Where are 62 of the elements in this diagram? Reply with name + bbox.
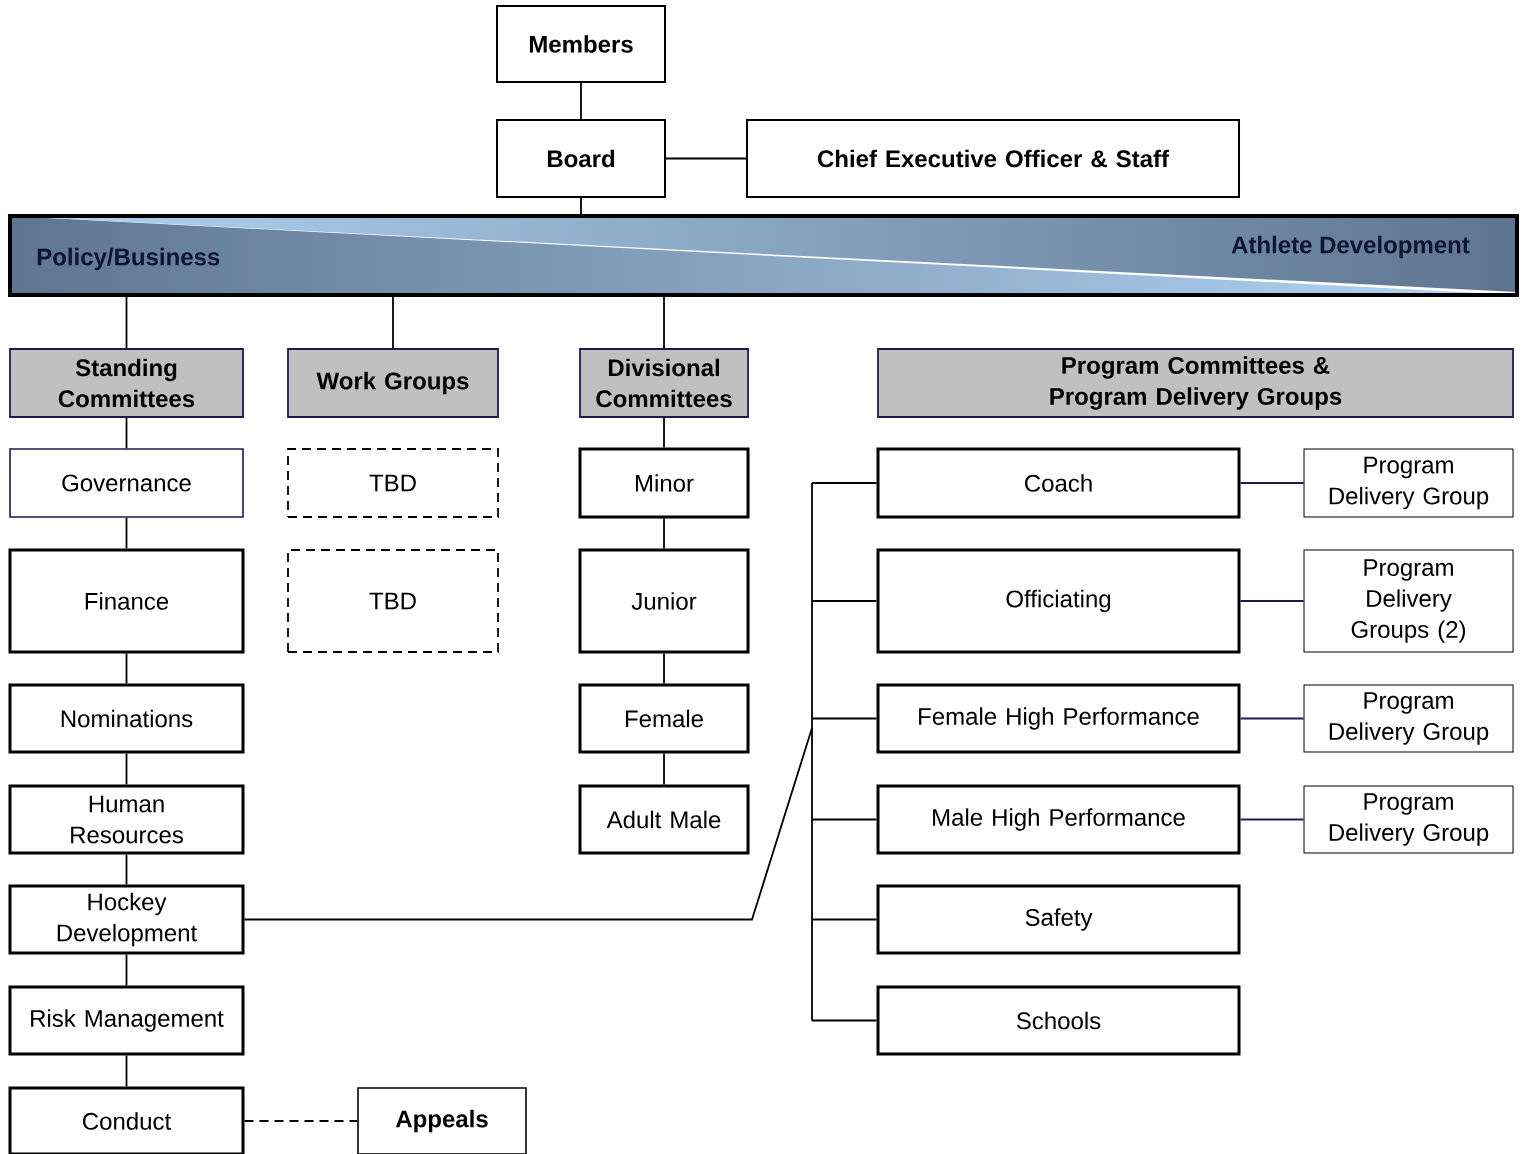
connector-line: [580, 197, 582, 215]
banner: Policy/Business Athlete Development: [8, 214, 1519, 297]
header-box: Standing Committees: [9, 348, 244, 418]
box: Program Delivery Group: [1303, 448, 1514, 518]
box: Junior: [578, 548, 750, 654]
connector-line: [1239, 717, 1305, 720]
connector-line: [125, 652, 128, 685]
connector-line: [1239, 482, 1305, 484]
box: Minor: [578, 447, 750, 519]
connector-line: [663, 296, 665, 349]
connector-line: [125, 516, 128, 550]
box: Female High Performance: [876, 683, 1241, 754]
box: Program Delivery Group: [1303, 785, 1514, 854]
connector-line: [663, 752, 665, 786]
connector-line: [125, 953, 128, 987]
connector-line: [392, 296, 394, 349]
connector-line: [125, 752, 128, 786]
connector-line: [125, 853, 128, 886]
header-box: Program Committees & Program Delivery Groups: [877, 348, 1514, 418]
box: Appeals: [357, 1087, 527, 1154]
connector-line: [663, 517, 665, 550]
connector-line: [811, 1019, 878, 1022]
box: Members: [496, 5, 666, 83]
connector-line: [811, 482, 813, 1022]
box: Female: [578, 683, 750, 754]
box: Conduct: [8, 1086, 245, 1154]
connector-line: [811, 818, 878, 821]
connector-line: [125, 1054, 128, 1088]
box: Nominations: [8, 683, 245, 754]
box: Human Resources: [8, 784, 245, 855]
connector-line: [663, 652, 665, 685]
header-box: Divisional Committees: [579, 348, 749, 418]
box: Adult Male: [578, 784, 750, 855]
connector-line: [811, 482, 878, 484]
dashed-box: TBD: [287, 448, 499, 518]
connector-line: [580, 82, 582, 120]
box: Male High Performance: [876, 784, 1241, 855]
dashed-box: TBD: [287, 549, 499, 653]
header-box: Work Groups: [287, 348, 499, 418]
box: Program Delivery Group: [1303, 684, 1514, 753]
connector-line: [125, 296, 128, 349]
connector-line: [811, 918, 878, 921]
box: Program Delivery Groups (2): [1303, 549, 1514, 653]
box: Coach: [876, 447, 1241, 519]
connector-line: [811, 600, 878, 602]
box: Board: [496, 119, 666, 198]
connector-line: [125, 417, 128, 450]
connector-line: [665, 157, 747, 160]
connector-line: [1239, 818, 1305, 821]
connector-line: [243, 1120, 359, 1122]
box: Hockey Development: [8, 884, 245, 955]
box: Officiating: [876, 548, 1241, 654]
box: Governance: [9, 448, 244, 518]
box: Risk Management: [8, 985, 245, 1056]
box: Schools: [876, 985, 1241, 1056]
connector-line: [1239, 600, 1305, 602]
connector-line: [811, 717, 878, 720]
box: Safety: [876, 884, 1241, 955]
box: Chief Executive Officer & Staff: [746, 119, 1240, 198]
connector-line: [663, 417, 665, 449]
box: Finance: [8, 548, 245, 654]
connector-line: [243, 727, 813, 921]
